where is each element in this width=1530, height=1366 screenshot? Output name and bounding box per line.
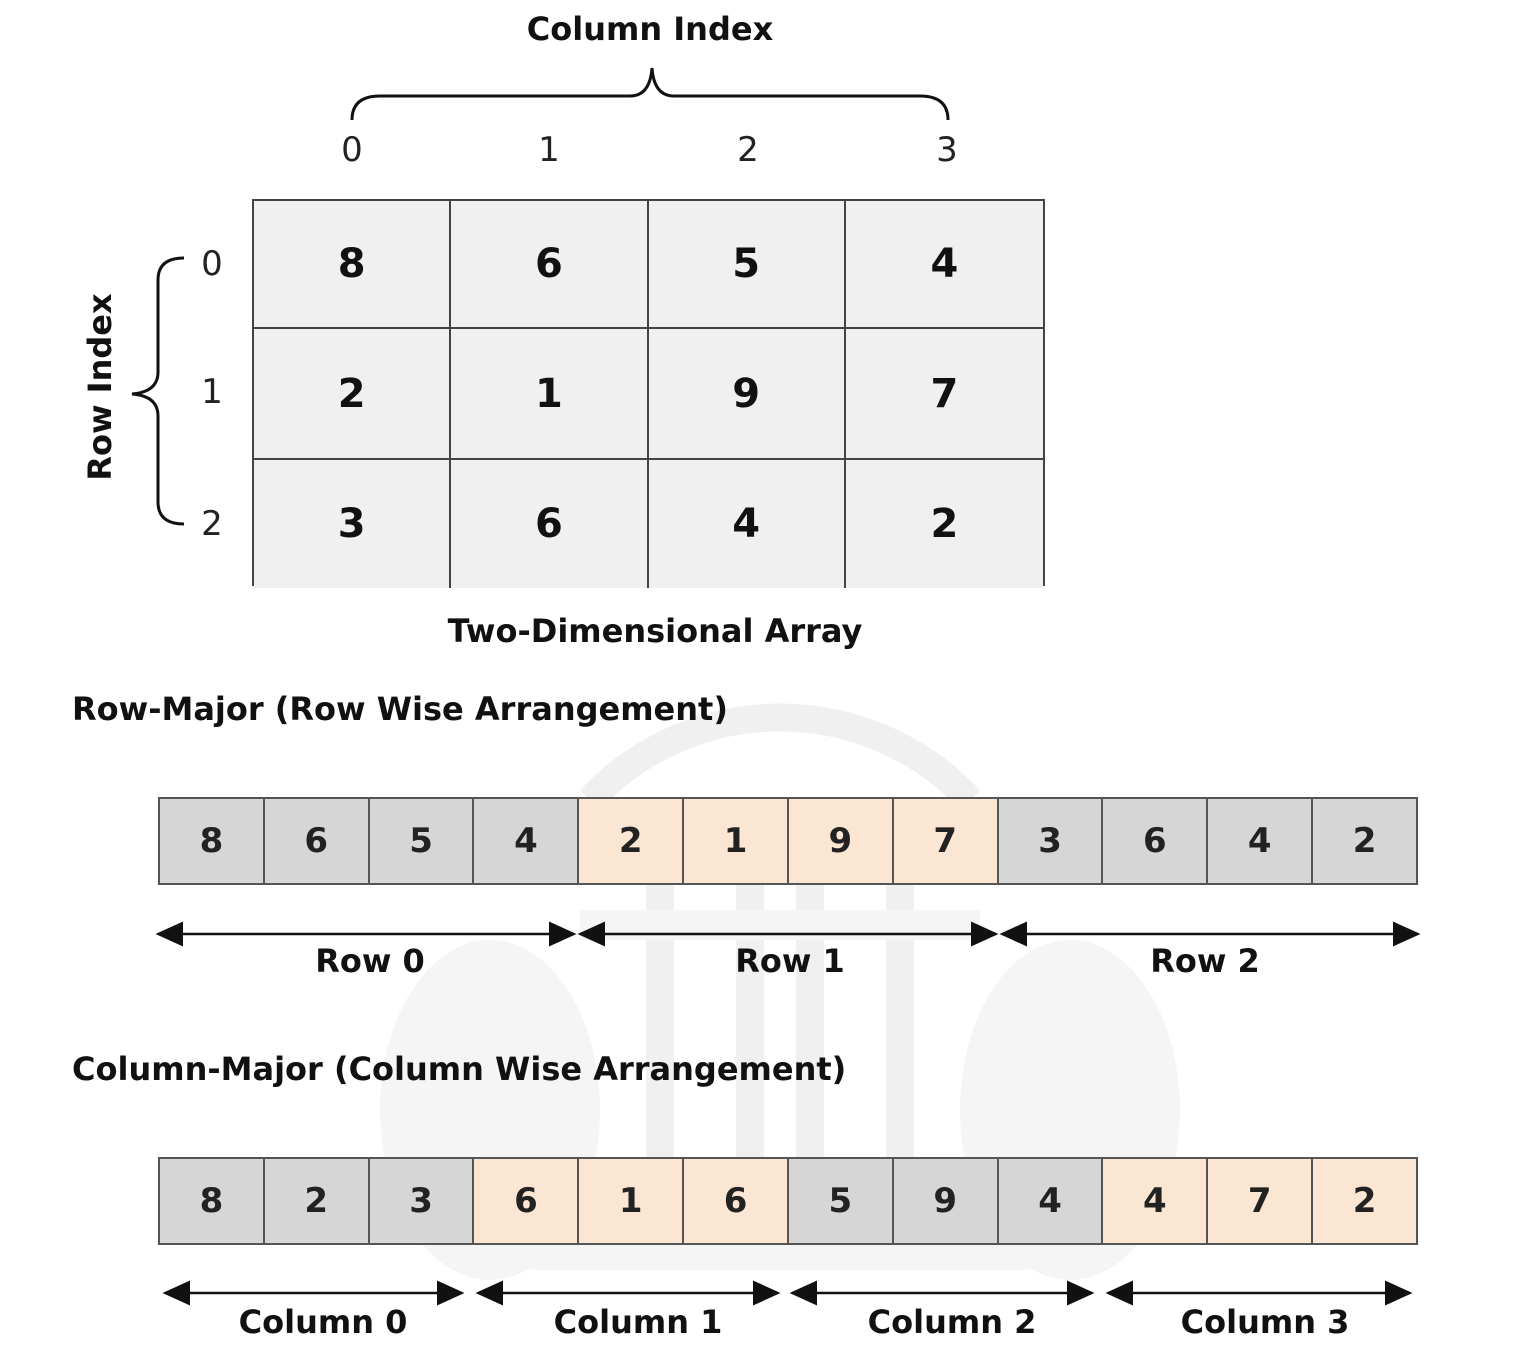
column-major-cell: 5 — [788, 1159, 894, 1243]
grid-cell: 1 — [451, 329, 649, 460]
column-index-0: 0 — [341, 130, 363, 170]
row-major-cell: 7 — [893, 799, 999, 883]
column-major-strip: 8 2 3 6 1 6 5 9 4 4 7 2 — [158, 1157, 1418, 1245]
row-major-cell: 2 — [579, 799, 685, 883]
two-dimensional-array-grid: 8 6 5 4 2 1 9 7 3 6 4 2 — [252, 199, 1045, 588]
column-index-2: 2 — [737, 130, 759, 170]
column-major-cell: 4 — [998, 1159, 1104, 1243]
column-major-cell: 3 — [369, 1159, 475, 1243]
row-major-cell: 6 — [264, 799, 370, 883]
column-major-cell: 9 — [893, 1159, 999, 1243]
column-index-label: Column Index — [526, 10, 774, 48]
grid-cell: 6 — [451, 201, 649, 329]
column-major-cell: 6 — [684, 1159, 789, 1243]
column-index-3: 3 — [936, 130, 958, 170]
row-major-cell: 9 — [788, 799, 894, 883]
grid-cell: 9 — [648, 329, 846, 460]
row-major-cell: 6 — [1103, 799, 1209, 883]
grid-cell: 2 — [254, 329, 452, 460]
column-major-cell: 2 — [264, 1159, 370, 1243]
row-index-label: Row Index — [81, 293, 119, 481]
column-major-cell: 7 — [1208, 1159, 1314, 1243]
column-span-label-3: Column 3 — [1180, 1303, 1350, 1341]
grid-cell: 4 — [845, 201, 1043, 329]
column-major-cell: 4 — [1103, 1159, 1209, 1243]
grid-cell: 4 — [648, 460, 846, 588]
grid-cell: 5 — [648, 201, 846, 329]
column-major-cell: 8 — [160, 1159, 265, 1243]
row-major-cell: 4 — [474, 799, 580, 883]
grid-cell: 3 — [254, 460, 452, 588]
grid-cell: 7 — [845, 329, 1043, 460]
row-major-cell: 1 — [684, 799, 789, 883]
column-major-cell: 2 — [1313, 1159, 1416, 1243]
row-span-label-1: Row 1 — [735, 942, 845, 980]
column-span-label-1: Column 1 — [553, 1303, 723, 1341]
row-index-2: 2 — [201, 504, 223, 544]
row-span-label-0: Row 0 — [315, 942, 425, 980]
column-index-1: 1 — [538, 130, 560, 170]
grid-cell: 8 — [254, 201, 452, 329]
column-major-title: Column-Major (Column Wise Arrangement) — [72, 1050, 847, 1088]
row-major-cell: 3 — [998, 799, 1104, 883]
grid-cell: 6 — [451, 460, 649, 588]
column-span-label-0: Column 0 — [238, 1303, 408, 1341]
row-major-cell: 8 — [160, 799, 265, 883]
column-span-label-2: Column 2 — [867, 1303, 1037, 1341]
grid-cell: 2 — [845, 460, 1043, 588]
row-major-strip: 8 6 5 4 2 1 9 7 3 6 4 2 — [158, 797, 1418, 885]
row-major-cell: 5 — [369, 799, 475, 883]
row-major-cell: 2 — [1313, 799, 1416, 883]
row-span-label-2: Row 2 — [1150, 942, 1260, 980]
column-major-cell: 6 — [474, 1159, 580, 1243]
row-major-title: Row-Major (Row Wise Arrangement) — [72, 690, 728, 728]
column-major-cell: 1 — [579, 1159, 685, 1243]
row-index-1: 1 — [201, 372, 223, 412]
grid-caption: Two-Dimensional Array — [447, 612, 863, 650]
row-major-cell: 4 — [1208, 799, 1314, 883]
row-index-0: 0 — [201, 244, 223, 284]
